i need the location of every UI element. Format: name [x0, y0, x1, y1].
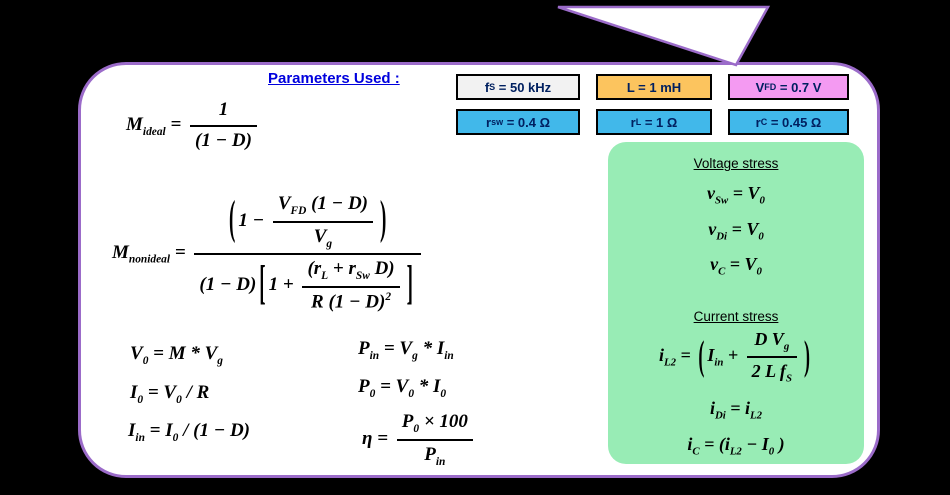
- formula-m-nonideal: Mnonideal = (1 − VFD (1 − D)Vg)(1 − D)[1…: [112, 192, 425, 315]
- formula-v0: V0 = M * Vg: [130, 343, 223, 367]
- big-paren-left: (: [229, 193, 236, 246]
- parameters-heading: Parameters Used :: [268, 70, 400, 87]
- big-paren-right: ): [380, 193, 387, 246]
- callout-tail-shape: [557, 5, 771, 67]
- formula-vsw: vSw = V0: [707, 183, 765, 207]
- big-bracket-right: ]: [406, 257, 413, 311]
- formula-i0: I0 = V0 / R: [130, 382, 210, 406]
- big-paren-left: (: [698, 331, 705, 378]
- formula-vdi: vDi = V0: [708, 218, 764, 243]
- formula-pin: Pin = Vg * Iin: [358, 338, 454, 362]
- voltage-stress-heading: Voltage stress: [693, 156, 779, 171]
- formula-p0: P0 = V0 * I0: [358, 376, 447, 400]
- formula-vc: vC = V0: [710, 254, 762, 278]
- param-box-l: L = 1 mH: [596, 74, 712, 100]
- big-paren-right: ): [803, 331, 810, 378]
- formula-iin: Iin = I0 / (1 − D): [128, 420, 251, 444]
- big-bracket-left: [: [259, 257, 266, 311]
- formula-m-ideal: Mideal = 1(1 − D): [126, 98, 261, 153]
- formula-ic: iC = (iL2 − I0 ): [687, 433, 785, 458]
- current-stress-heading: Current stress: [693, 308, 779, 324]
- stress-panel: Voltage stress vSw = V0 vDi = V0 vC = V0…: [608, 142, 864, 464]
- formula-idi: iDi = iL2: [709, 398, 763, 422]
